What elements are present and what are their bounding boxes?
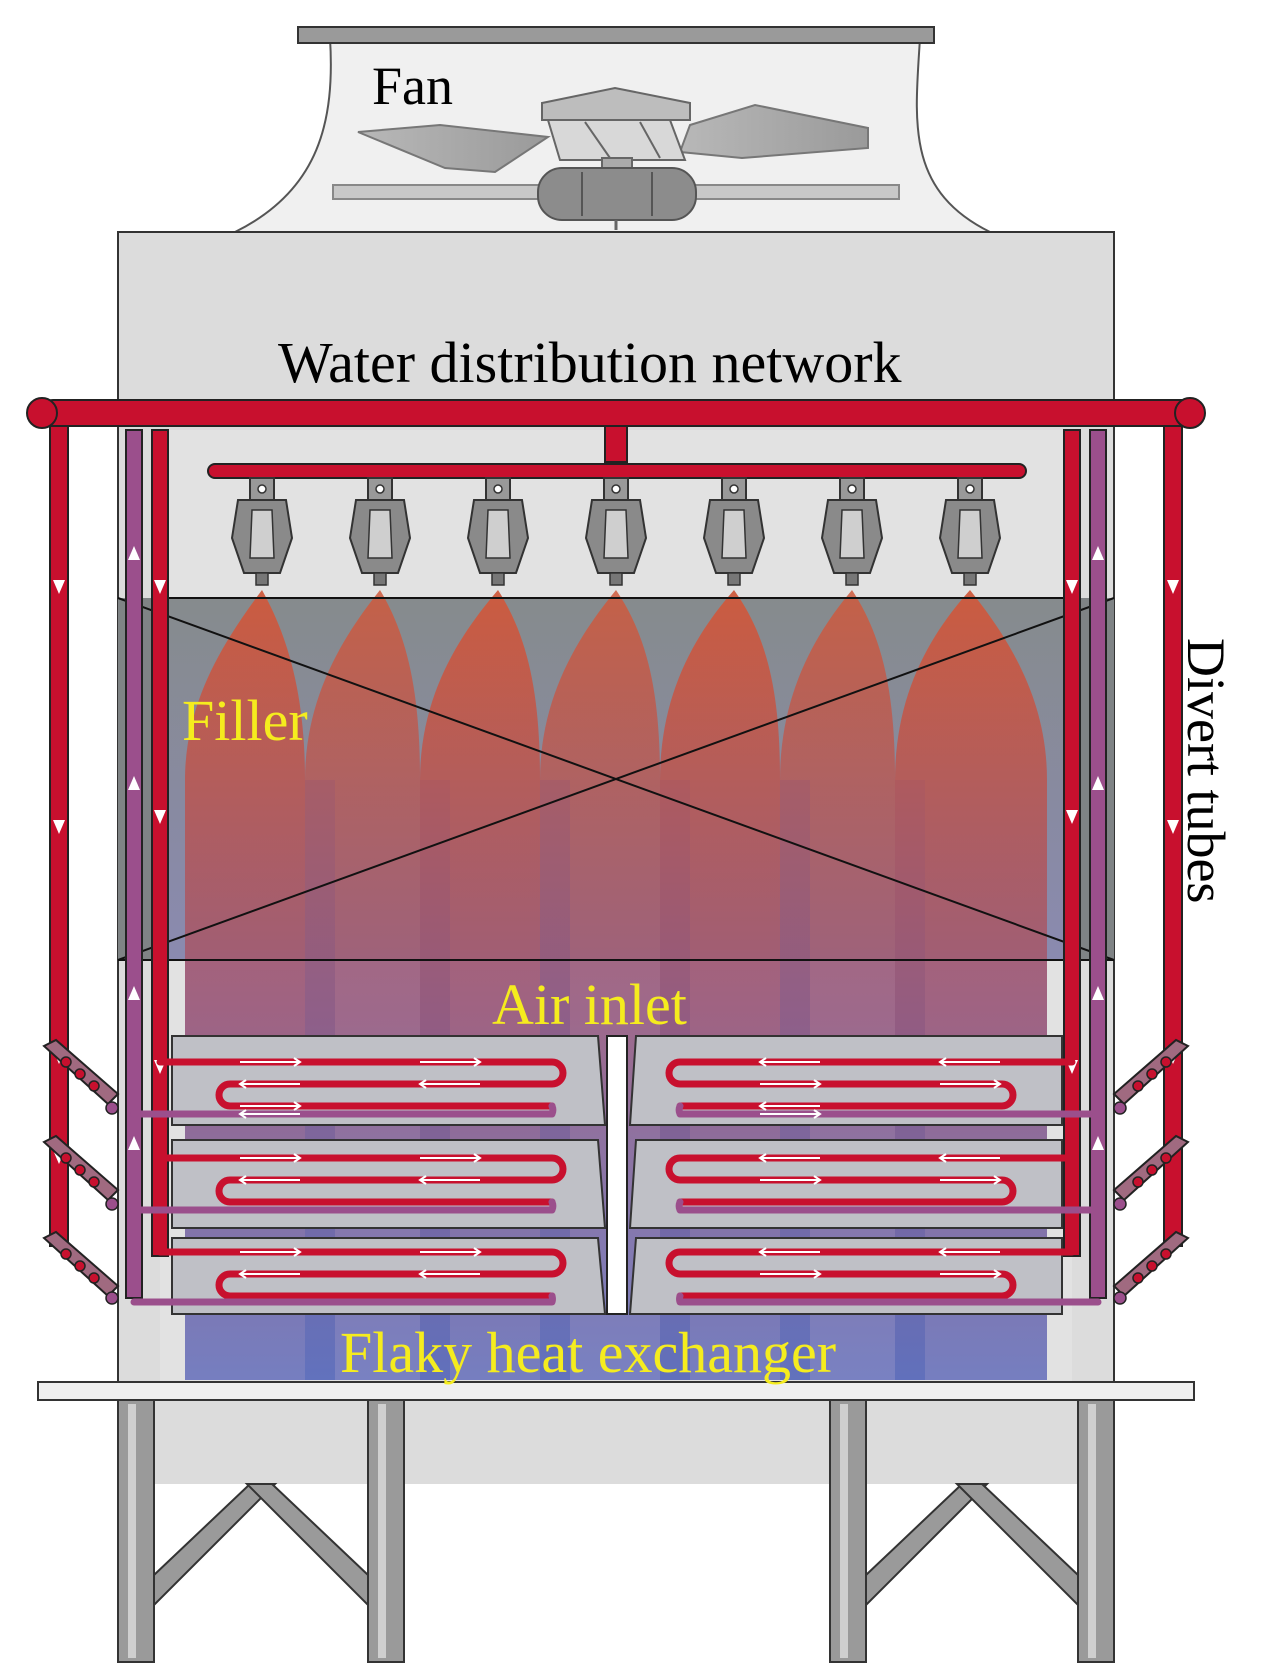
nozzle-icon [348, 477, 412, 586]
nozzle-icon [820, 477, 884, 586]
nozzle-icon [230, 477, 294, 586]
air-inlet-label: Air inlet [492, 972, 687, 1037]
divert-tubes-label: Divert tubes [1176, 638, 1236, 903]
heat-exchanger [130, 1035, 1102, 1315]
heat-exchanger-label: Flaky heat exchanger [340, 1320, 836, 1385]
tower-base [37, 1381, 1195, 1663]
filler-label: Filler [182, 688, 308, 753]
nozzle-icon [466, 477, 530, 586]
filler-cross-lines [117, 597, 1115, 961]
spray-nozzles [230, 477, 1002, 586]
nozzle-icon [702, 477, 766, 586]
side-manifolds [42, 1038, 1190, 1305]
fan-label: Fan [372, 56, 453, 116]
nozzle-icon [584, 477, 648, 586]
water-distribution-label: Water distribution network [278, 330, 902, 395]
nozzle-icon [938, 477, 1002, 586]
fan-icon [332, 86, 900, 230]
